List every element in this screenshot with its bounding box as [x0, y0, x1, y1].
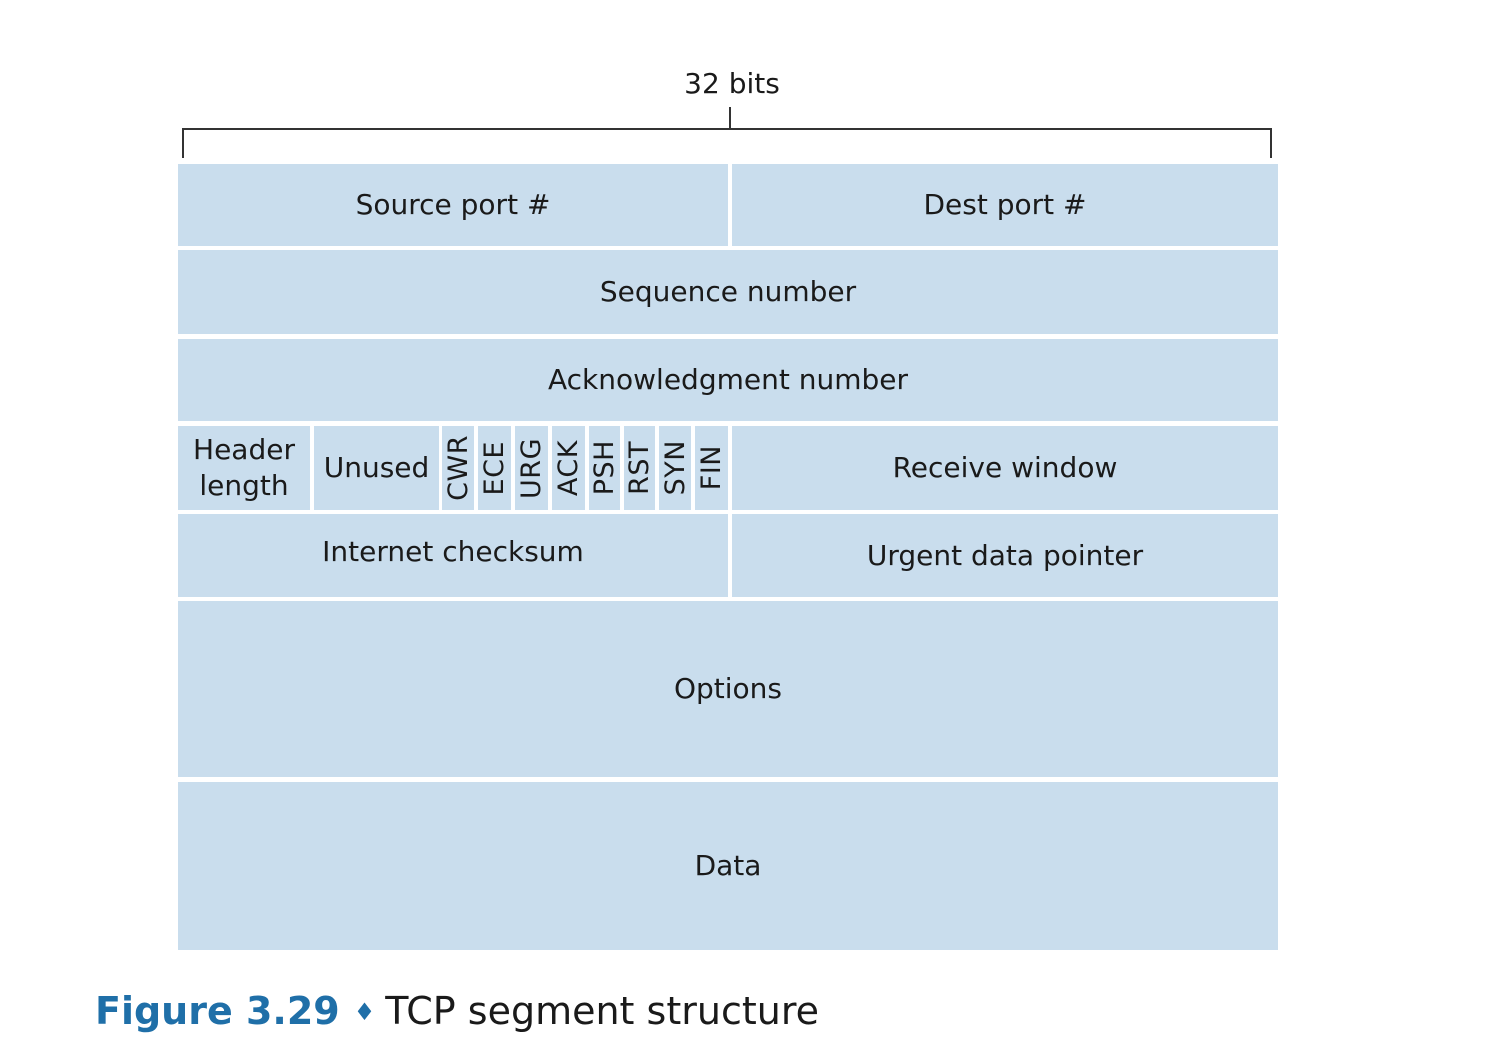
flag-ack: ACK: [552, 426, 585, 510]
figure-title: TCP segment structure: [385, 989, 819, 1033]
figure-number: Figure 3.29: [95, 989, 340, 1033]
width-bracket-left-tick: [182, 128, 184, 158]
field-sequence-number: Sequence number: [178, 250, 1278, 334]
field-label: Options: [673, 672, 783, 705]
flag-cwr: CWR: [442, 426, 474, 510]
flag-label: RST: [624, 441, 655, 495]
field-header-length: Header length: [178, 426, 310, 510]
field-internet-checksum: Internet checksum: [178, 514, 728, 597]
field-label: Sequence number: [599, 275, 857, 308]
field-label: Source port #: [355, 188, 551, 221]
flag-label: ECE: [479, 440, 510, 496]
width-bracket: [182, 128, 1272, 130]
field-label: Acknowledgment number: [547, 363, 908, 396]
flag-urg: URG: [515, 426, 548, 510]
flag-rst: RST: [624, 426, 655, 510]
figure-caption: Figure 3.29 ♦ TCP segment structure: [95, 986, 819, 1037]
flag-ece: ECE: [478, 426, 511, 510]
field-label: Dest port #: [923, 188, 1087, 221]
field-source-port: Source port #: [178, 164, 728, 246]
flag-label: URG: [516, 437, 547, 499]
flag-syn: SYN: [659, 426, 691, 510]
field-label: Data: [694, 849, 762, 882]
flag-label: SYN: [659, 440, 691, 496]
width-bracket-right-tick: [1270, 128, 1272, 158]
flag-label: CWR: [442, 435, 474, 501]
flag-label: FIN: [696, 445, 727, 491]
field-urgent-data-pointer: Urgent data pointer: [732, 514, 1278, 597]
field-unused: Unused: [314, 426, 439, 510]
width-bracket-center-tick: [729, 107, 731, 129]
flag-label: ACK: [553, 439, 584, 497]
field-label-line: length: [199, 469, 289, 502]
tcp-segment-diagram: Source port # Dest port # Sequence numbe…: [178, 164, 1278, 950]
bits-width-label: 32 bits: [684, 67, 780, 100]
field-label: Internet checksum: [322, 534, 584, 568]
flag-fin: FIN: [695, 426, 728, 510]
field-dest-port: Dest port #: [732, 164, 1278, 246]
field-label: Receive window: [892, 451, 1118, 484]
field-label: Urgent data pointer: [866, 538, 1144, 572]
field-acknowledgment-number: Acknowledgment number: [178, 339, 1278, 421]
field-receive-window: Receive window: [732, 426, 1278, 510]
field-label-line: Header: [193, 433, 295, 466]
diamond-separator: ♦: [353, 998, 376, 1026]
flag-psh: PSH: [589, 426, 620, 510]
field-options: Options: [178, 601, 1278, 777]
flag-label: PSH: [589, 440, 620, 496]
field-data: Data: [178, 782, 1278, 950]
field-label: Unused: [323, 451, 430, 484]
